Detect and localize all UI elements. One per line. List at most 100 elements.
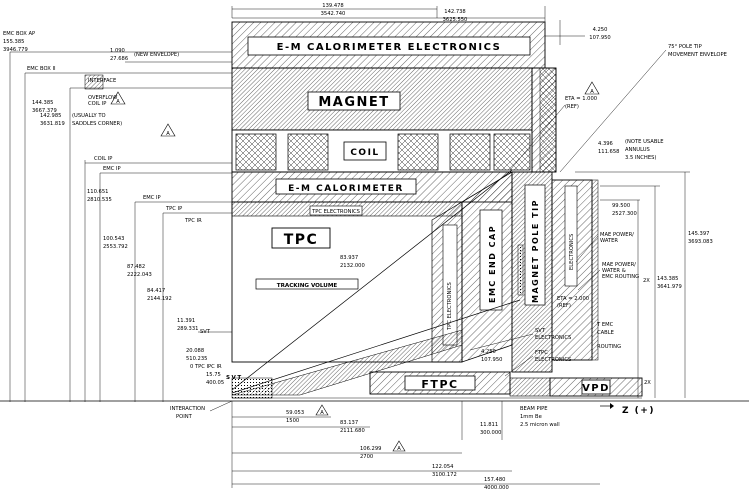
- dim-left-r7: 87.482: [127, 264, 145, 270]
- dim-left-r1-mm: 3631.819: [40, 121, 65, 127]
- dim-top-right: 4.250: [593, 27, 608, 33]
- emc-routing: EMC ROUTING: [602, 274, 639, 280]
- dim-left-r8: 84.417: [147, 288, 165, 294]
- dim-left-r6: 100.543: [103, 236, 124, 242]
- dim-left-outer: 155.385: [3, 39, 24, 45]
- mae-water-2: WATER &: [602, 268, 626, 274]
- dim-bottom-1: 59.053: [286, 410, 304, 416]
- dim-bottom-4-mm: 3100.172: [432, 472, 457, 478]
- beam-pipe-2: 1mm Be: [520, 414, 542, 420]
- dim-tpc-r-mm: 2132.000: [340, 263, 365, 269]
- rev-mark-3: A: [590, 89, 594, 95]
- dim-top-total-mm: 3542.740: [321, 11, 346, 17]
- dim-top-right-mm: 107.950: [589, 35, 610, 41]
- dim-bottom-4: 122.054: [432, 464, 454, 470]
- x2-b: 2X: [644, 380, 651, 386]
- rev-mark-5: A: [397, 446, 401, 452]
- dim-right-r1: 4.396: [598, 141, 613, 147]
- svt-elec-2: ELECTRONICS: [535, 335, 571, 341]
- dim-left-outer-mm: 3946.779: [3, 47, 28, 53]
- dim-left-r10-mm: 510.235: [186, 356, 207, 362]
- usable-1: (NOTE USABLE: [625, 139, 664, 145]
- saddles-corner-label: SADDLES CORNER): [72, 121, 122, 127]
- dim-left-r10: 20.088: [186, 348, 204, 354]
- dim-left-r9: 11.391: [177, 318, 195, 324]
- rev-mark-2: A: [166, 131, 170, 137]
- vpd-label: VPD: [582, 383, 610, 394]
- dim-top-mid: 142.738: [444, 9, 465, 15]
- tpc-ip-r-label: TPC IR: [184, 218, 202, 224]
- dim-bottom-5-mm: 4000.000: [484, 485, 509, 491]
- t-emc-1: T EMC: [596, 322, 614, 328]
- magnet-pole-tip-label: MAGNET POLE TIP: [531, 199, 540, 303]
- interface-label: INTERFACE: [88, 78, 116, 84]
- beam-pipe-1: BEAM PIPE: [520, 406, 548, 412]
- dim-right-outer-mm: 3693.083: [688, 239, 713, 245]
- dim-left-r5: 110.651: [87, 189, 108, 195]
- dim-bottom-2-mm: 2111.680: [340, 428, 365, 434]
- dim-ftpc-z: 4.250: [481, 349, 496, 355]
- x2-a: 2X: [643, 278, 650, 284]
- eta-2-ref: (REF): [557, 303, 571, 309]
- mae-water-1: WATER: [600, 238, 618, 244]
- detector-body: E-M CALORIMETER ELECTRONICS MAGNET COIL …: [0, 21, 749, 416]
- dim-left-r5-mm: 2810.535: [87, 197, 112, 203]
- dim-top-total: 139.478: [322, 3, 343, 9]
- overflow-label: OVERFLOW: [88, 95, 117, 101]
- pole-tip-env-1: 75° POLE TIP: [668, 44, 702, 50]
- dim-right-r1-mm: 111.658: [598, 149, 619, 155]
- usable-2: ANNULUS: [625, 147, 650, 153]
- top-dimensions: 139.478 3542.740 142.738 3625.550 4.250 …: [231, 3, 611, 45]
- emc-ip-label: EMC IP: [103, 166, 121, 172]
- z-axis-label: Z (+): [622, 406, 655, 416]
- tpc-ipc-label: 0 TPC IPC IR: [190, 364, 222, 370]
- emc-box-b-label: EMC BOX II: [27, 66, 56, 72]
- dim-left-r1: 142.985: [40, 113, 61, 119]
- emc-box-a-label: EMC BOX AP: [3, 31, 35, 37]
- ftpc-label: FTPC: [421, 378, 458, 391]
- emc-end-cap-label: EMC END CAP: [488, 225, 497, 303]
- tpc-endcap-electronics-label: TPC ELECTRONICS: [447, 282, 453, 331]
- tpc-label: TPC: [284, 232, 319, 248]
- coil-ip2-label: COIL IP: [94, 156, 112, 162]
- ftpc-elec-2: ELECTRONICS: [535, 357, 571, 363]
- svt-elec-1: SVT: [535, 328, 546, 334]
- eta-2-label: ETA = 2.000: [557, 296, 589, 302]
- tpc-electronics-box-label: TPC ELECTRONICS: [311, 209, 360, 215]
- dim-bottom-3: 106.299: [360, 446, 381, 452]
- usually-to-label: (USUALLY TO: [72, 113, 106, 119]
- left-dimensions: EMC BOX AP 155.385 3946.779 EMC BOX II 1…: [3, 31, 241, 402]
- dim-bottom-5: 157.480: [484, 477, 505, 483]
- ftpc-elec-1: FTPC: [535, 350, 548, 356]
- mae-power-1: MAE POWER/: [600, 232, 634, 238]
- dim-right-r3-mm: 3641.979: [657, 284, 682, 290]
- dim-left-r3: 1.090: [110, 48, 125, 54]
- magnet-label: MAGNET: [318, 95, 389, 110]
- dim-left-r9-mm: 289.331: [177, 326, 198, 332]
- rev-mark-4: A: [320, 410, 324, 416]
- bottom-dimensions: INTERACTION POINT 59.053 1500 A 83.137 2…: [170, 400, 600, 491]
- dim-bottom-3-mm: 2700: [360, 454, 373, 460]
- dim-bottom-2: 83.137: [340, 420, 358, 426]
- dim-tpc-r: 83.937: [340, 255, 358, 261]
- eta-1-ref: (REF): [565, 104, 579, 110]
- coil-label: COIL: [350, 148, 379, 158]
- dim-right-r3: 143.385: [657, 276, 678, 282]
- mae-power-2: MAE POWER/: [602, 262, 636, 268]
- beam-pipe-3: 2.5 micron wall: [520, 422, 560, 428]
- dim-left-r8-mm: 2144.192: [147, 296, 172, 302]
- dim-left-r7-mm: 2222.043: [127, 272, 152, 278]
- pole-tip-env-2: MOVEMENT ENVELOPE: [668, 52, 727, 58]
- dim-left-r3-mm: 27.686: [110, 56, 128, 62]
- dim-ftpc-z-mm: 107.950: [481, 357, 502, 363]
- dim-right-r2: 99.500: [612, 203, 630, 209]
- rev-mark-1: A: [116, 99, 120, 105]
- t-emc-3: ROUTING: [597, 344, 621, 350]
- dim-svt-r: 15.75: [206, 372, 221, 378]
- dim-left-r6-mm: 2553.792: [103, 244, 128, 250]
- right-annotations: 75° POLE TIP MOVEMENT ENVELOPE A ETA = 1…: [469, 44, 727, 398]
- t-emc-2: CABLE: [597, 330, 614, 336]
- pole-tip-electronics-label: ELECTRONICS: [569, 234, 575, 270]
- eta-1-label: ETA = 1.000: [565, 96, 597, 102]
